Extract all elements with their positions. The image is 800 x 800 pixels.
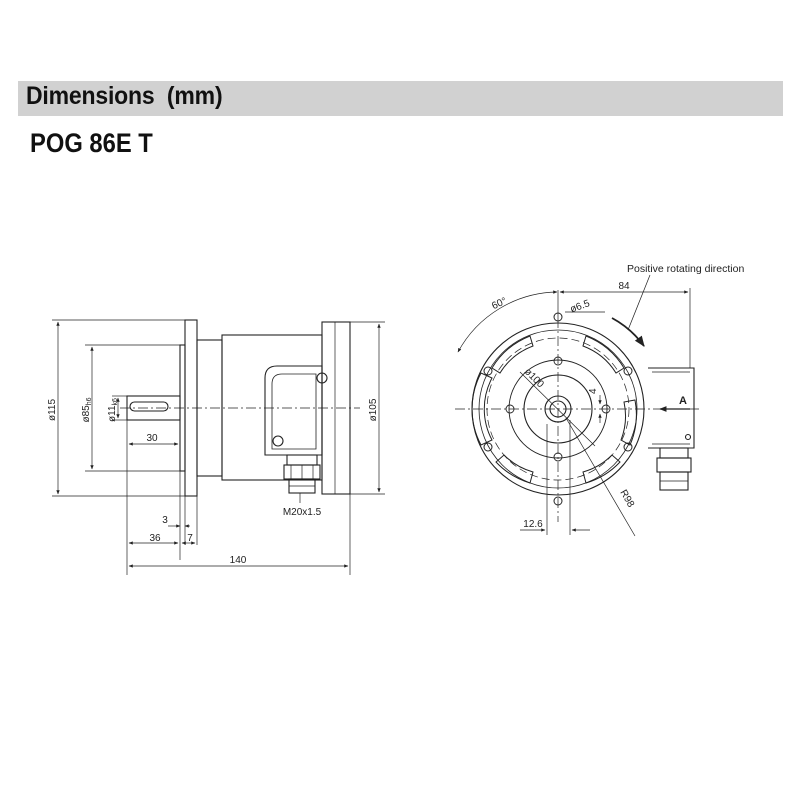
- dim-thread: M20x1.5: [283, 507, 322, 518]
- page-title: Dimensions (mm): [26, 82, 223, 110]
- terminal-box: [264, 365, 323, 456]
- dim-d11-value: ø11: [107, 405, 118, 422]
- side-dimension-lines: [52, 319, 385, 575]
- dim-l30: 30: [146, 433, 158, 444]
- spigot-face: [523, 374, 593, 444]
- dim-d11: ø11k6: [107, 398, 119, 422]
- dim-l12-6: 12.6: [523, 519, 543, 530]
- model-name: POG 86E T: [30, 128, 153, 158]
- dim-d105: ø105: [368, 398, 379, 421]
- dim-l84: 84: [618, 281, 630, 292]
- mounting-holes: [483, 312, 633, 506]
- dim-l140: 140: [230, 555, 247, 566]
- inner-ring: [508, 359, 608, 459]
- mounting-slots: [471, 335, 637, 484]
- side-view: [120, 319, 360, 497]
- dim-d85-value: ø85: [81, 405, 92, 423]
- view-a-label: A: [679, 395, 687, 407]
- dim-l7: 7: [187, 533, 193, 544]
- shaft-key: [129, 401, 169, 412]
- front-view: [455, 312, 700, 522]
- dim-d85-tolerance: h6: [86, 397, 93, 405]
- dim-d100: ø100: [522, 366, 546, 390]
- header-bar: [18, 81, 783, 116]
- shaft-end: [544, 395, 572, 423]
- dim-r98: R98: [617, 488, 636, 510]
- dim-d11-tolerance: k6: [112, 398, 119, 406]
- dim-d115: ø115: [47, 399, 58, 421]
- side-dimension-text: ø115 ø85h6 ø11k6 30 ø105 M20x1.5 3 36 7 …: [47, 397, 379, 566]
- dim-l4: 4: [588, 388, 599, 394]
- front-dimension-lines: [457, 274, 691, 537]
- rotation-note: Positive rotating direction: [627, 263, 744, 275]
- dim-l36: 36: [149, 533, 161, 544]
- front-terminal-box: [648, 367, 695, 449]
- dim-angle60: 60°: [490, 296, 508, 312]
- threaded-holes: [505, 356, 611, 462]
- dim-d85: ø85h6: [81, 397, 93, 422]
- dim-l3: 3: [162, 515, 168, 526]
- dim-hole: ø6.5: [569, 298, 592, 315]
- cable-gland: [286, 454, 318, 466]
